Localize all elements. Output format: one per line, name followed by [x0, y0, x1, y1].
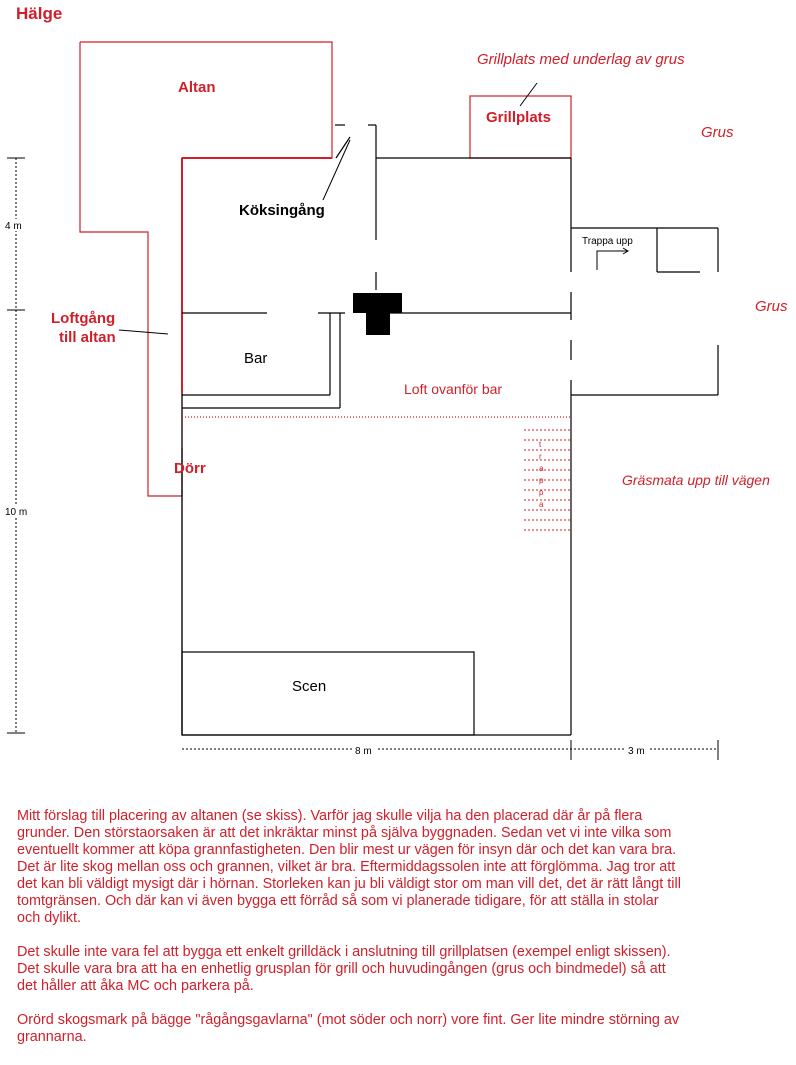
trappa-vertical: t r a p p a	[539, 440, 544, 509]
label-grus-right: Grus	[755, 298, 788, 315]
dim-left-bottom: 10 m	[5, 507, 27, 518]
dim-left-top: 4 m	[5, 221, 22, 232]
dim-bottom-right: 3 m	[628, 746, 645, 757]
trappa-letter: r	[539, 452, 542, 461]
label-grus-top: Grus	[701, 124, 734, 141]
floor-plan: Hälge	[4, 4, 788, 760]
label-grasmata: Gräsmata upp till vägen	[622, 472, 770, 488]
dimension-bottom	[182, 740, 719, 760]
label-dorr: Dörr	[174, 460, 206, 477]
label-koksingang: Köksingång	[239, 202, 325, 219]
trappa-arrow	[596, 247, 629, 270]
grillplats-leader	[519, 82, 538, 107]
koksingang-leader	[322, 139, 351, 201]
trappa-letter: a	[539, 500, 544, 509]
proposal-text: Mitt förslag till placering av altanen (…	[17, 808, 777, 1063]
trappa-letter: t	[539, 440, 542, 449]
label-trappa-upp: Trappa upp	[582, 236, 633, 247]
label-grillplats: Grillplats	[486, 109, 551, 126]
label-grillplats-note: Grillplats med underlag av grus	[477, 51, 685, 68]
dim-bottom-main: 8 m	[355, 746, 372, 757]
label-scen: Scen	[292, 678, 326, 695]
paragraph-2: Det skulle inte vara fel att bygga ett e…	[17, 944, 671, 994]
label-till-altan: till altan	[59, 329, 116, 346]
label-loftgang: Loftgång	[51, 310, 115, 327]
trappa-letter: p	[539, 488, 544, 497]
loftgang-leader	[118, 329, 169, 335]
chimney-block	[353, 293, 402, 335]
stair-lines	[524, 429, 571, 531]
paragraph-1: Mitt förslag till placering av altanen (…	[17, 808, 681, 926]
paragraph-3: Orörd skogsmark på bägge "rågångsgavlarn…	[17, 1012, 680, 1045]
label-bar: Bar	[244, 350, 267, 367]
dimension-left	[7, 157, 25, 734]
altan-outline	[79, 41, 333, 497]
trappa-letter: p	[539, 476, 544, 485]
trappa-letter: a	[539, 464, 544, 473]
label-altan: Altan	[178, 79, 216, 96]
building-walls	[181, 124, 719, 736]
label-loft: Loft ovanför bar	[404, 381, 502, 397]
plan-title: Hälge	[16, 4, 62, 23]
